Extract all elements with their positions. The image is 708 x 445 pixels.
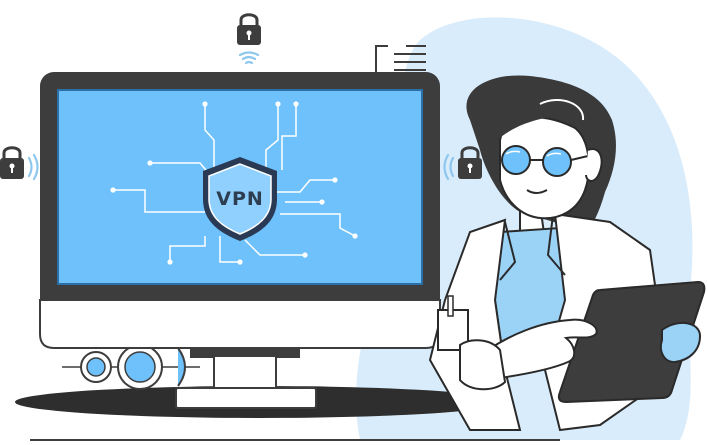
decor-circles — [62, 344, 200, 390]
coat-sleeve — [459, 339, 507, 391]
tablet-icon — [557, 280, 706, 404]
wifi-signal-icon — [443, 153, 455, 181]
circuit-nodes — [110, 101, 358, 265]
glasses — [501, 145, 589, 177]
wifi-signal-icon — [238, 51, 260, 65]
pen — [447, 295, 454, 317]
wifi-signal-icon — [27, 153, 39, 181]
lock-icon — [0, 146, 24, 179]
vpn-shield-icon: VPN — [203, 157, 277, 241]
lock-icon — [237, 13, 261, 45]
document-lines-icon — [375, 45, 426, 72]
holding-hand — [659, 321, 702, 364]
vpn-label: VPN — [216, 188, 264, 210]
pointing-hand — [486, 318, 598, 380]
lock-icon — [458, 146, 482, 179]
monitor-stand — [175, 346, 317, 409]
